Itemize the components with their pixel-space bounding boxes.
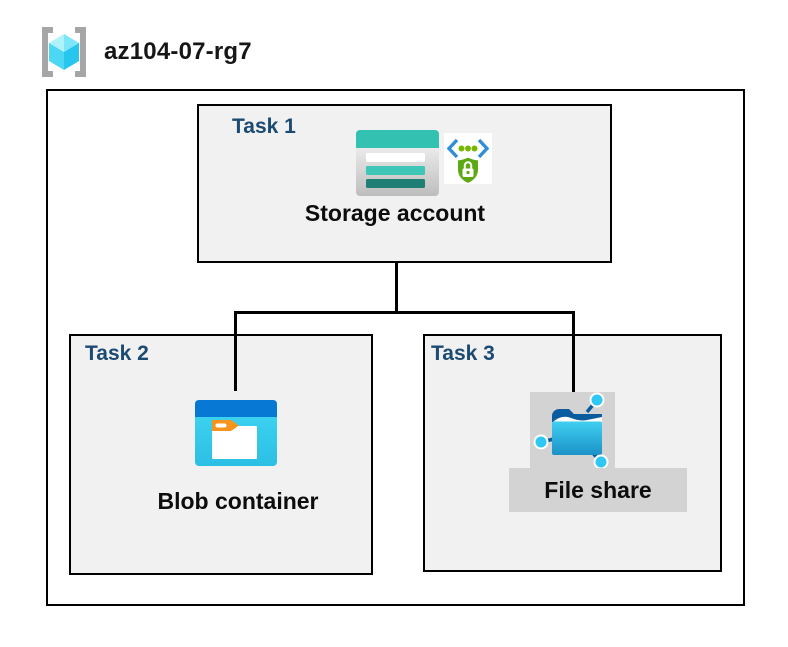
task2-box: Task 2 Blob container xyxy=(69,334,373,575)
connector-to-fileshare xyxy=(572,313,575,392)
task1-box: Task 1 Storage account xyxy=(197,104,612,263)
connector-horizontal xyxy=(234,311,575,314)
resource-group-header: az104-07-rg7 xyxy=(0,0,788,88)
resource-group-icon xyxy=(42,27,86,77)
file-share-icon xyxy=(533,392,609,468)
storage-account-label: Storage account xyxy=(304,200,486,226)
task1-label: Task 1 xyxy=(232,115,296,138)
storage-account-icon xyxy=(356,130,439,196)
file-share-label-chip: File share xyxy=(509,468,687,512)
task3-label: Task 3 xyxy=(431,342,495,365)
task2-label: Task 2 xyxy=(85,342,149,365)
resource-group-name: az104-07-rg7 xyxy=(104,38,252,65)
file-share-label: File share xyxy=(544,476,652,503)
secure-endpoint-icon xyxy=(444,133,492,184)
file-share-icon-background xyxy=(530,392,615,468)
blob-container-icon xyxy=(195,400,277,466)
connector-storage-stem xyxy=(395,263,398,313)
blob-container-label: Blob container xyxy=(157,488,319,514)
task3-box: Task 3 File share xyxy=(423,334,722,572)
connector-to-blob xyxy=(234,313,237,391)
